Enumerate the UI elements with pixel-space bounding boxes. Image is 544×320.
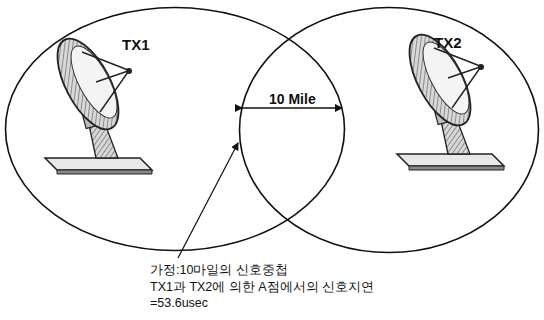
dimension-arrow — [242, 107, 342, 108]
transmitter-label: TX2 — [434, 34, 462, 51]
tx1-dish — [45, 30, 152, 174]
coverage-ellipse: TX2 — [238, 6, 540, 254]
coverage-ellipse: TX1 — [4, 6, 346, 252]
transmitter-label: TX1 — [122, 36, 150, 53]
ellipse-outline — [238, 6, 540, 254]
assumption-note: 가정:10마일의 신호중첩 — [150, 262, 288, 278]
delay-note: TX1과 TX2에 의한 A점에서의 신호지연 =53.6usec — [150, 279, 412, 311]
distance-label: 10 Mile — [266, 91, 319, 107]
tx2-dish — [397, 26, 504, 170]
leader-line — [178, 143, 238, 258]
ellipse-outline — [4, 6, 346, 252]
